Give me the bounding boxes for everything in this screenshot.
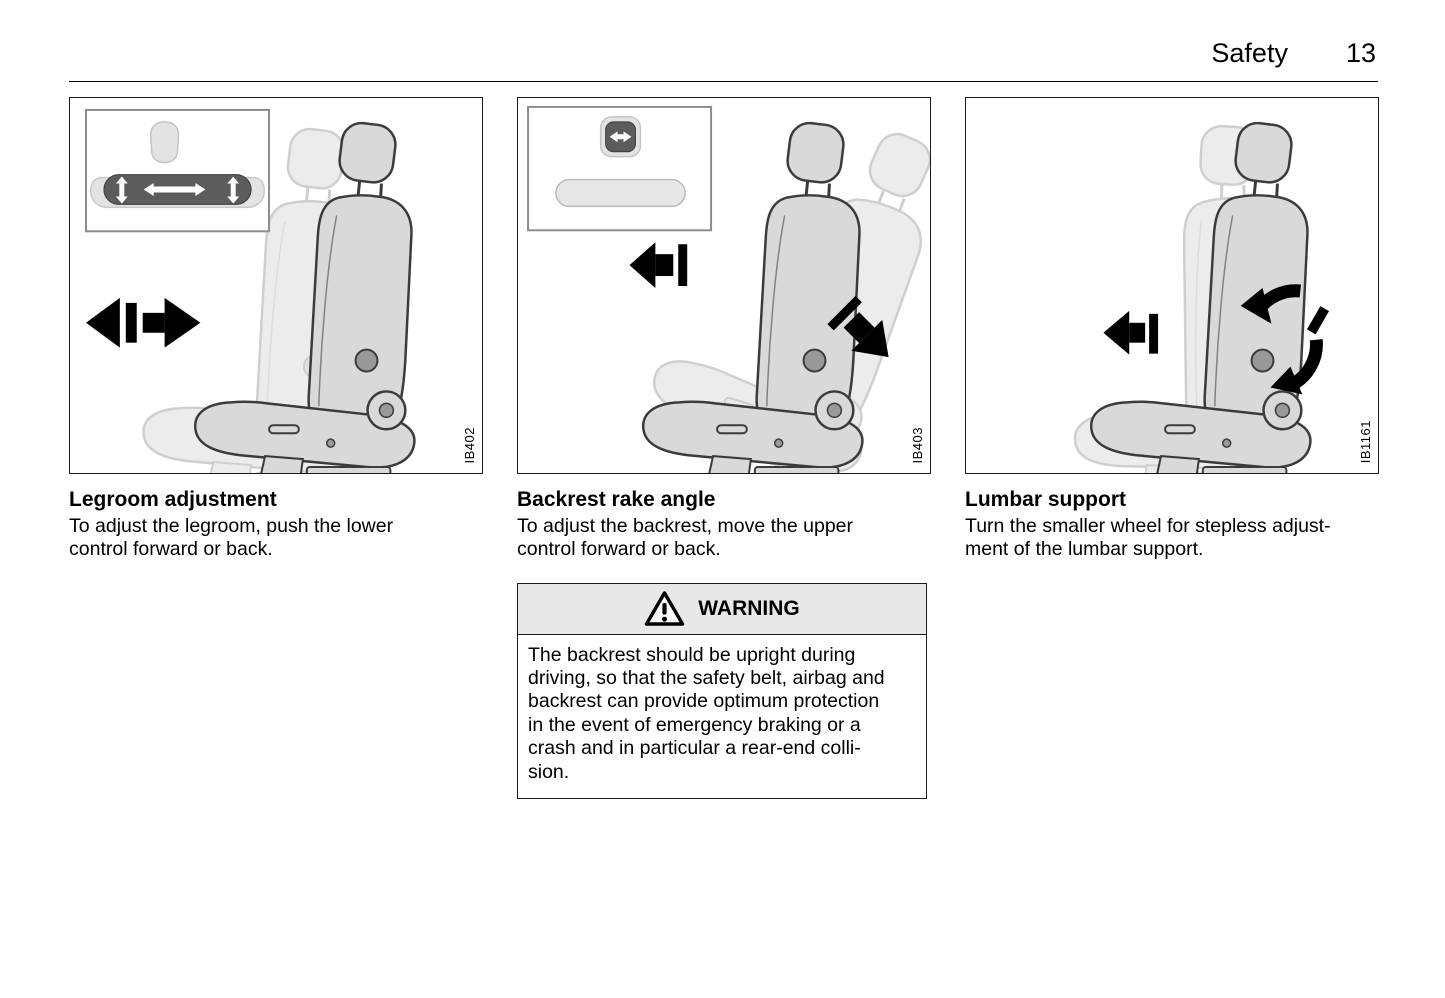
header-rule [69, 81, 1378, 82]
warning-body: The backrest should be upright during dr… [518, 634, 926, 798]
legroom-seat-illustration [85, 108, 416, 473]
seat-control-inset [85, 108, 271, 233]
warning-title: WARNING [698, 596, 800, 620]
figure-lumbar: IB1161 [965, 97, 1379, 474]
backrest-seat-illustration [527, 98, 930, 473]
manual-page: Safety 13 [69, 38, 1379, 799]
figure-heading: Lumbar support [965, 488, 1126, 511]
lumbar-wheel-arrows-icon [1240, 284, 1329, 395]
figure-heading: Backrest rake angle [517, 488, 716, 511]
lower-control-bar [555, 178, 686, 208]
page-header: Safety 13 [69, 38, 1378, 81]
page-number: 13 [1345, 38, 1376, 68]
figure-code: IB402 [462, 426, 477, 463]
backrest-back-arrow-icon [827, 295, 889, 358]
figure-code: IB403 [910, 426, 925, 463]
left-right-arrow-icon [143, 183, 206, 196]
lumbar-seat-illustration [1052, 118, 1329, 473]
warning-icon [644, 590, 685, 627]
warning-box: WARNING The backrest should be upright d… [517, 582, 927, 799]
seat-control-inset [527, 105, 713, 232]
figure-section-backrest: IB403 Backrest rake angle To adjust the … [517, 97, 931, 799]
figure-columns: IB402 Legroom adjustment To adjust the l… [69, 97, 1379, 799]
up-down-arrow-icon [115, 176, 128, 204]
headrest-top-view [149, 121, 180, 164]
figure-backrest: IB403 [517, 97, 931, 474]
fore-aft-arrow-icon [86, 297, 201, 348]
warning-header: WARNING [518, 583, 926, 635]
figure-section-legroom: IB402 Legroom adjustment To adjust the l… [69, 97, 483, 799]
figure-section-lumbar: IB1161 Lumbar support Turn the smaller w… [965, 97, 1379, 799]
section-title: Safety [1211, 38, 1288, 68]
figure-body: To adjust the legroom, push the lower co… [69, 515, 394, 561]
up-down-arrow-icon [227, 176, 240, 204]
lumbar-forward-arrow-icon [1103, 310, 1159, 355]
backrest-forward-arrow-icon [629, 242, 688, 288]
figure-legroom: IB402 [69, 97, 483, 474]
figure-heading: Legroom adjustment [69, 488, 277, 511]
left-right-arrow-icon [609, 131, 632, 143]
figure-body: To adjust the backrest, move the upper c… [517, 515, 854, 561]
figure-code: IB1161 [1358, 419, 1373, 463]
figure-body: Turn the smaller wheel for stepless adju… [965, 515, 1331, 561]
